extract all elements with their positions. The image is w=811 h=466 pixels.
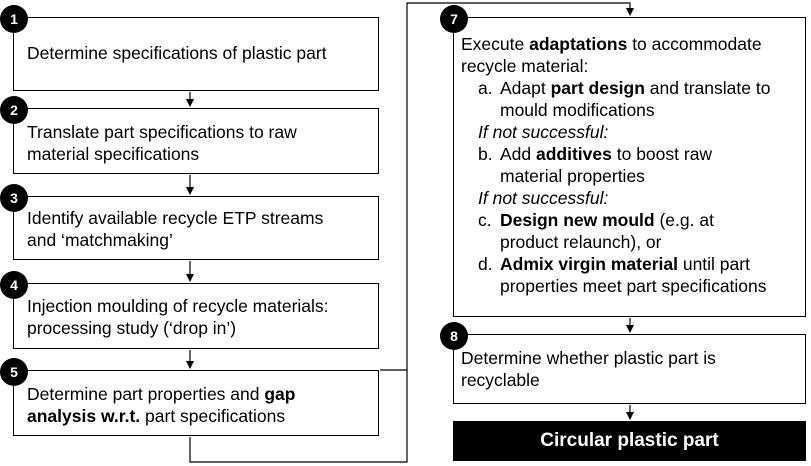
step-5-line-2-post: part specifications (140, 406, 286, 426)
step-7-item-a: a. Adapt part design and translate to mo… (478, 77, 797, 121)
step-3-line-1: Identify available recycle ETP streams (27, 208, 324, 228)
step-2-line-1: Translate part specifications to raw (27, 122, 297, 142)
step-5-badge: 5 (0, 358, 28, 386)
step-7-item-a-bold: part design (550, 78, 645, 98)
step-7-intro-post: to accommodate (627, 34, 762, 54)
step-7-badge: 7 (440, 5, 468, 33)
step-5-box: Determine part properties and gap analys… (13, 370, 379, 436)
step-7-condition-2: If not successful: (478, 188, 609, 208)
step-1-text: Determine specifications of plastic part (27, 43, 327, 63)
step-4-line-2: processing study (‘drop in’) (27, 318, 237, 338)
step-3-badge: 3 (0, 184, 28, 212)
step-7-item-d: d. Admix virgin material until part prop… (478, 253, 797, 297)
step-7-item-b-line-1: Add additives to boost raw (500, 143, 797, 165)
step-7-item-c-post: (e.g. at (654, 210, 714, 230)
step-4-box: Injection moulding of recycle materials:… (13, 283, 379, 349)
step-2-line-2: material specifications (27, 144, 200, 164)
circular-plastic-part-box: Circular plastic part (453, 421, 806, 461)
step-8-box: Determine whether plastic part is recycl… (453, 334, 806, 404)
step-4-badge: 4 (0, 271, 28, 299)
step-8-line-1: Determine whether plastic part is (461, 348, 716, 368)
step-1-box: Determine specifications of plastic part (13, 17, 379, 91)
step-7-item-d-line-1: Admix virgin material until part (500, 253, 797, 275)
step-7-item-a-line-2: mould modifications (500, 100, 655, 120)
step-7-intro-bold: adaptations (529, 34, 628, 54)
step-7-text: Execute adaptations to accommodate recyc… (461, 33, 797, 297)
step-2-text: Translate part specifications to raw mat… (27, 121, 370, 165)
step-5-line-1-bold: gap (264, 384, 296, 404)
step-2-badge: 2 (0, 96, 28, 124)
step-7-item-b-post: to boost raw (611, 144, 713, 164)
step-7-item-d-bold: Admix virgin material (500, 254, 678, 274)
step-5-line-2: analysis w.r.t. part specifications (27, 405, 370, 427)
step-7-item-c-line-2: product relaunch), or (500, 232, 662, 252)
step-7-condition-1: If not successful: (478, 122, 609, 142)
step-7-intro-line-2: recycle material: (461, 56, 589, 76)
step-7-item-a-marker: a. (478, 78, 493, 98)
step-5-line-2-bold: analysis w.r.t. (27, 406, 141, 426)
step-3-box: Identify available recycle ETP streams a… (13, 196, 379, 260)
step-8-text: Determine whether plastic part is recycl… (461, 347, 797, 391)
step-7-item-c-marker: c. (478, 210, 492, 230)
step-7-item-b-marker: b. (478, 144, 493, 164)
step-7-list: a. Adapt part design and translate to mo… (461, 77, 797, 121)
step-7-item-b-line-2: material properties (500, 166, 645, 186)
step-7-item-d-marker: d. (478, 254, 493, 274)
step-7-item-b-bold: additives (536, 144, 612, 164)
step-5-text: Determine part properties and gap analys… (27, 383, 370, 427)
step-5-line-1: Determine part properties and gap (27, 383, 370, 405)
step-7-item-d-post: until part (677, 254, 750, 274)
step-7-item-c-bold: Design new mould (500, 210, 655, 230)
step-7-item-c: c. Design new mould (e.g. at product rel… (478, 209, 797, 253)
step-7-list-cd: c. Design new mould (e.g. at product rel… (461, 209, 797, 297)
step-7-box: Execute adaptations to accommodate recyc… (453, 17, 806, 317)
step-7-list-b: b. Add additives to boost raw material p… (461, 143, 797, 187)
step-1-badge: 1 (0, 5, 28, 33)
step-4-text: Injection moulding of recycle materials:… (27, 295, 370, 339)
step-7-item-a-post: and translate to (644, 78, 771, 98)
step-7-item-b: b. Add additives to boost raw material p… (478, 143, 797, 187)
step-3-text: Identify available recycle ETP streams a… (27, 207, 370, 251)
step-7-item-c-line-1: Design new mould (e.g. at (500, 209, 797, 231)
step-7-intro-pre: Execute (461, 34, 530, 54)
step-4-line-1: Injection moulding of recycle materials: (27, 296, 329, 316)
step-8-line-2: recyclable (461, 370, 540, 390)
step-7-item-a-line-1: Adapt part design and translate to (500, 77, 797, 99)
step-8-badge: 8 (440, 322, 468, 350)
step-3-line-2: and ‘matchmaking’ (27, 230, 173, 250)
step-7-item-a-pre: Adapt (500, 78, 551, 98)
step-7-item-d-line-2: properties meet part specifications (500, 276, 767, 296)
step-7-intro-line-1: Execute adaptations to accommodate (461, 33, 797, 55)
step-2-box: Translate part specifications to raw mat… (13, 108, 379, 174)
step-7-item-b-pre: Add (500, 144, 536, 164)
step-5-line-1-pre: Determine part properties and (27, 384, 265, 404)
